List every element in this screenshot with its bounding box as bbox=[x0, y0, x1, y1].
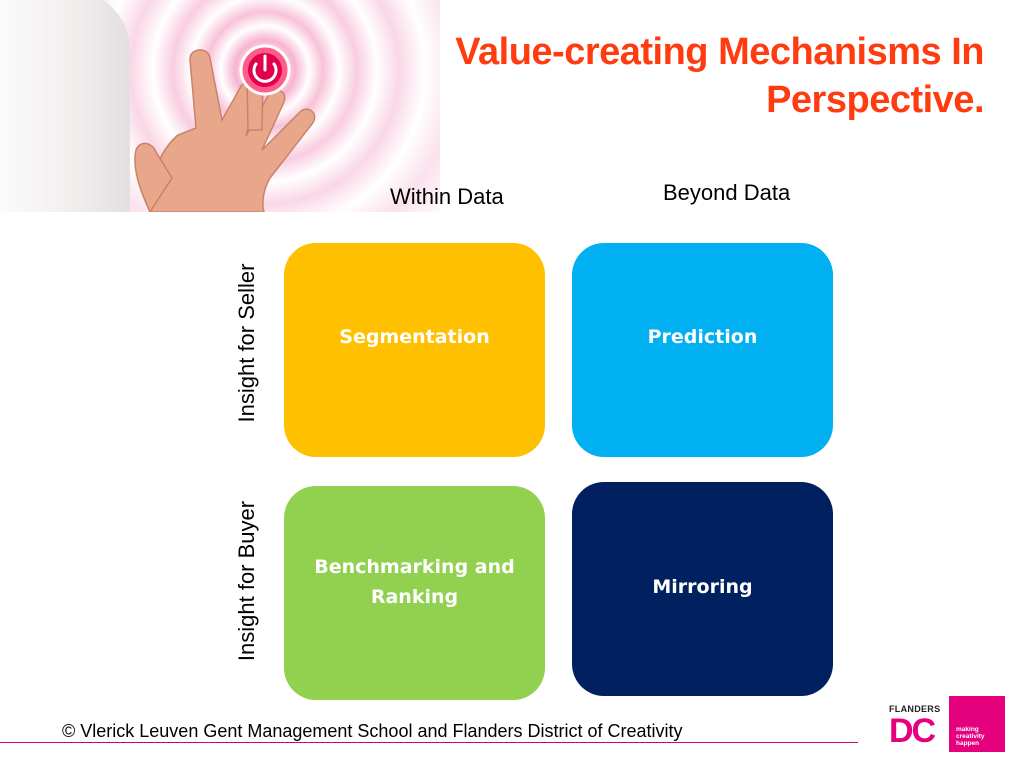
row-label-insight-seller: Insight for Seller bbox=[234, 263, 259, 423]
footer-copyright: © Vlerick Leuven Gent Management School … bbox=[62, 721, 683, 741]
quadrant-prediction: Prediction bbox=[572, 243, 833, 457]
footer-divider bbox=[0, 742, 858, 743]
quadrant-mirroring-label: Mirroring bbox=[652, 576, 753, 598]
logo-letters: DC bbox=[889, 712, 936, 750]
quadrant-mirroring: Mirroring bbox=[572, 482, 833, 696]
quadrant-segmentation: Segmentation bbox=[284, 243, 545, 457]
flanders-dc-logo: FLANDERS DC making creativity happen bbox=[889, 696, 1005, 752]
quadrant-benchmarking-label: Benchmarking and Ranking bbox=[314, 556, 515, 608]
hero-photo bbox=[0, 0, 440, 212]
logo-tagline: making creativity happen bbox=[949, 696, 1005, 752]
quadrant-benchmarking: Benchmarking and Ranking bbox=[284, 486, 545, 700]
column-label-within-data: Within Data bbox=[390, 184, 504, 209]
quadrant-prediction-label: Prediction bbox=[647, 326, 758, 348]
quadrant-segmentation-label: Segmentation bbox=[339, 326, 490, 348]
row-label-insight-buyer: Insight for Buyer bbox=[234, 500, 259, 662]
column-label-beyond-data: Beyond Data bbox=[663, 180, 791, 205]
hand-power-button-icon bbox=[134, 44, 316, 212]
page-title: Value-creating Mechanisms In Perspective… bbox=[455, 31, 984, 121]
logo-brand: FLANDERS bbox=[889, 704, 941, 714]
hero-shirt bbox=[0, 0, 130, 212]
